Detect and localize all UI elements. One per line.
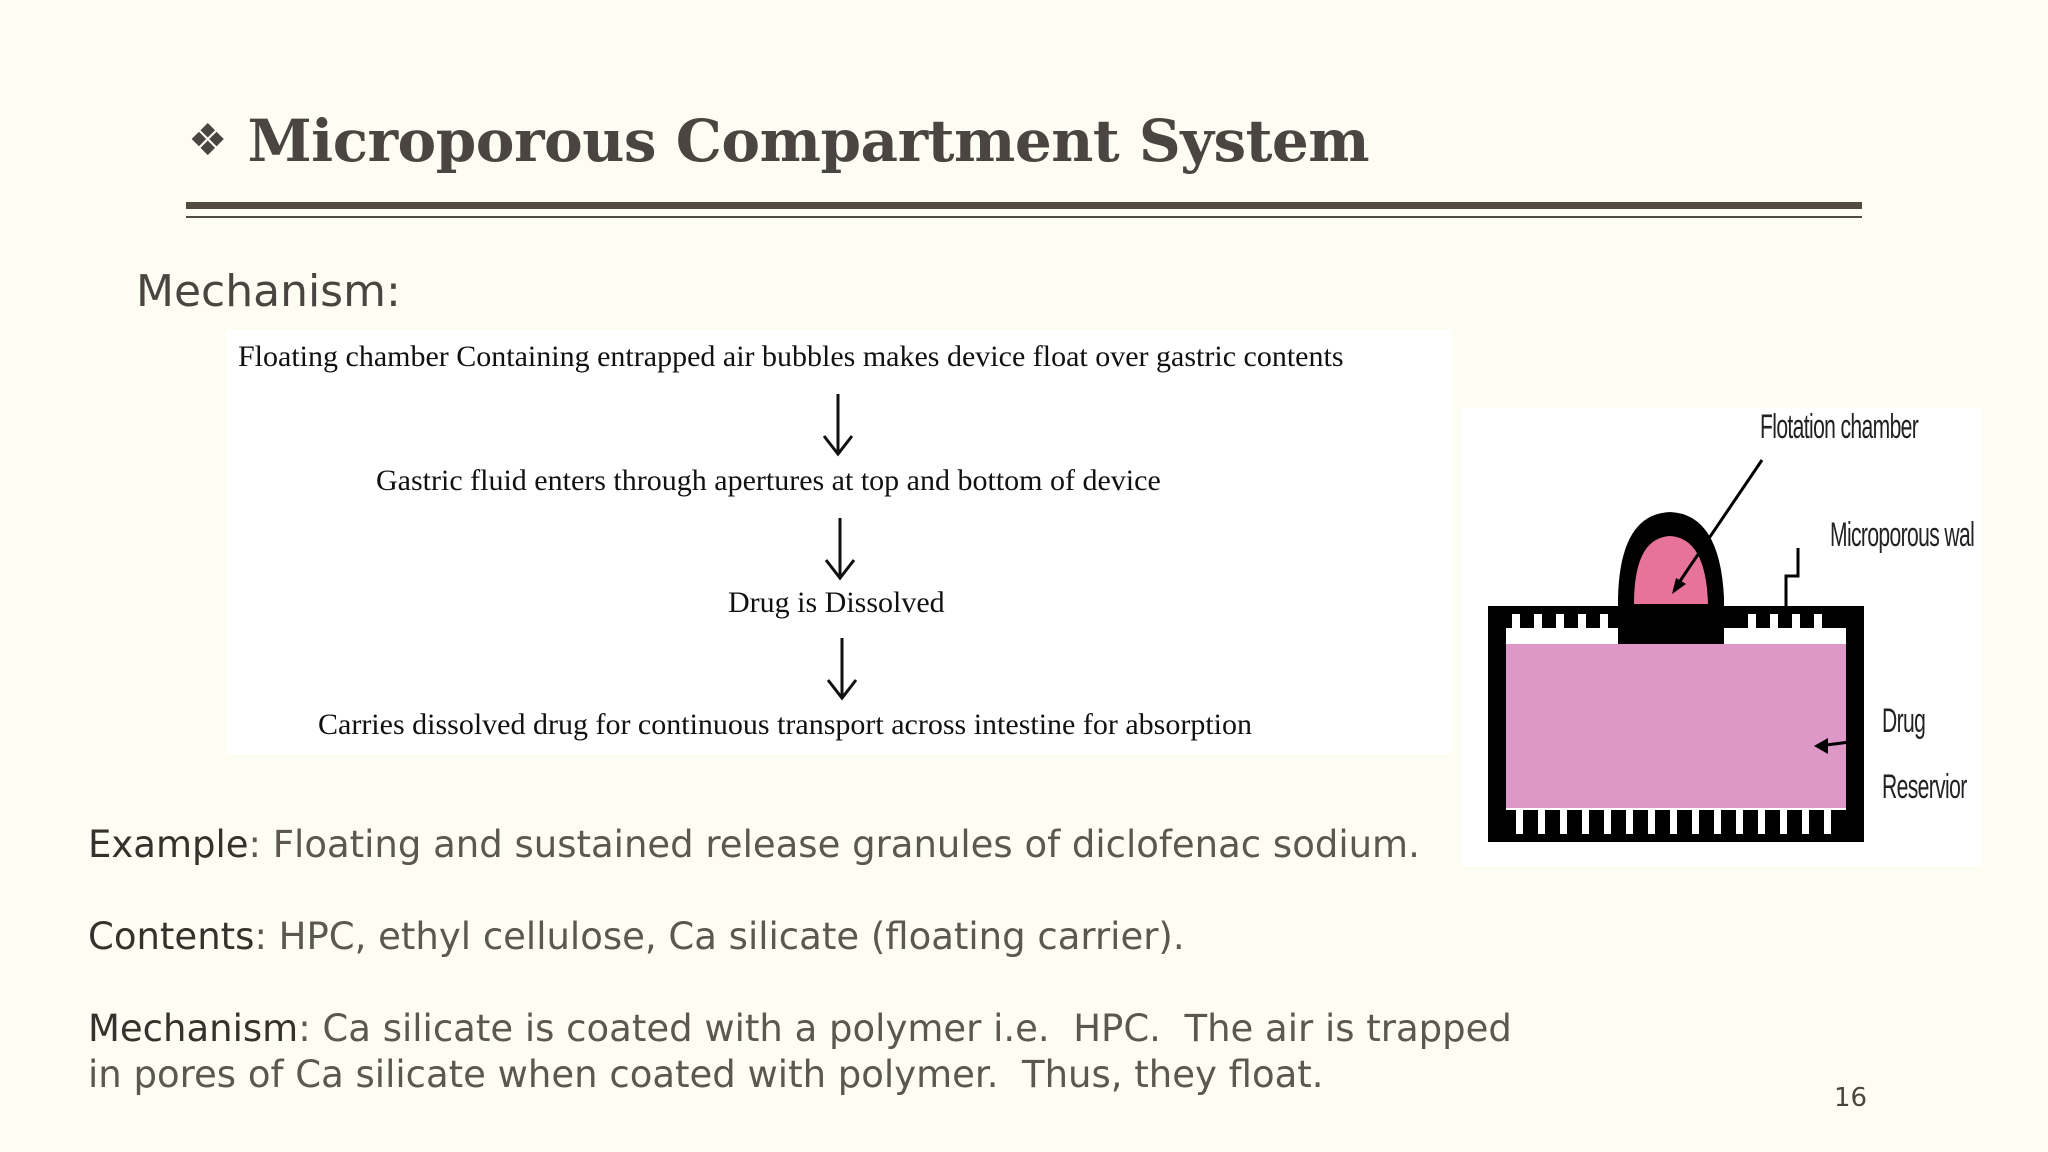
title-underline-thin — [186, 216, 1862, 218]
top-pores — [1512, 614, 1822, 632]
example-text: : Floating and sustained release granule… — [248, 823, 1420, 866]
flotation-leader — [1676, 459, 1764, 585]
down-arrow-icon — [826, 638, 858, 701]
right-wall — [1846, 606, 1864, 842]
flow-step-3: Drug is Dissolved — [728, 586, 945, 619]
down-arrow-icon — [822, 394, 854, 457]
label-microporous-wall: Microporous wal — [1830, 516, 1975, 554]
mechanism-key: Mechanism — [88, 1007, 299, 1050]
down-arrow-icon — [824, 518, 856, 581]
mechanism-paragraph: Mechanism: Ca silicate is coated with a … — [88, 1006, 1512, 1098]
label-reservoir: Reservior — [1882, 768, 1967, 806]
title-underline-thick — [186, 202, 1862, 209]
contents-paragraph: Contents: HPC, ethyl cellulose, Ca silic… — [88, 914, 1185, 960]
left-wall — [1488, 606, 1506, 842]
flow-step-1: Floating chamber Containing entrapped ai… — [238, 340, 1344, 373]
slide-title: Microporous Compartment System — [247, 107, 1370, 175]
example-paragraph: Example: Floating and sustained release … — [88, 822, 1420, 868]
page-number: 16 — [1834, 1083, 1868, 1113]
bottom-pores — [1516, 808, 1831, 834]
mechanism-line-2: in pores of Ca silicate when coated with… — [88, 1053, 1324, 1096]
contents-key: Contents — [88, 915, 255, 958]
mechanism-line-1: : Ca silicate is coated with a polymer i… — [298, 1007, 1512, 1050]
microporous-leader — [1784, 548, 1800, 624]
diamond-bullet-icon: ❖ — [188, 115, 228, 166]
flow-step-2: Gastric fluid enters through apertures a… — [376, 464, 1161, 497]
title-row: ❖ Microporous Compartment System — [188, 107, 1370, 175]
device-diagram: Flotation chamber Microporous wal Drug R… — [1462, 408, 1982, 866]
label-drug: Drug — [1882, 702, 1926, 740]
flotation-chamber — [1634, 536, 1708, 604]
mechanism-heading: Mechanism: — [136, 266, 401, 317]
example-key: Example — [88, 823, 249, 866]
contents-text: : HPC, ethyl cellulose, Ca silicate (flo… — [254, 915, 1185, 958]
flow-step-4: Carries dissolved drug for continuous tr… — [318, 708, 1252, 741]
drug-reservoir — [1506, 644, 1846, 808]
device-drawing — [1488, 459, 1864, 842]
label-flotation-chamber: Flotation chamber — [1760, 408, 1919, 446]
mechanism-flowchart: Floating chamber Containing entrapped ai… — [226, 330, 1452, 754]
